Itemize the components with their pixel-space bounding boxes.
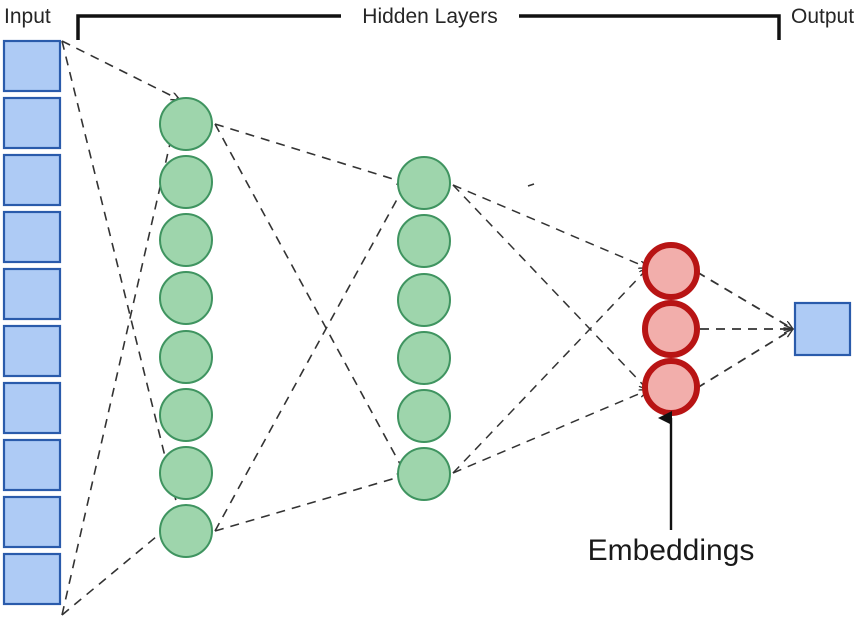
embedding-node[interactable] — [642, 300, 700, 358]
input-node[interactable] — [2, 381, 62, 435]
hidden-layer-2 — [397, 156, 451, 501]
label-hidden-layers: Hidden Layers — [362, 5, 497, 28]
hidden-node[interactable] — [159, 155, 213, 209]
hidden-node[interactable] — [159, 213, 213, 267]
input-node[interactable] — [2, 210, 62, 264]
input-node[interactable] — [2, 39, 62, 93]
input-node[interactable] — [2, 438, 62, 492]
input-node[interactable] — [2, 324, 62, 378]
hidden-node[interactable] — [159, 97, 213, 151]
input-node[interactable] — [2, 153, 62, 207]
embedding-node[interactable] — [642, 358, 700, 416]
embeddings-annotation: Embeddings — [588, 411, 755, 567]
input-node[interactable] — [2, 96, 62, 150]
connections-hidden1-to-hidden2 — [214, 123, 406, 532]
embedding-layer — [642, 242, 700, 416]
input-node[interactable] — [2, 495, 62, 549]
hidden-node[interactable] — [159, 330, 213, 384]
hidden-node[interactable] — [397, 389, 451, 443]
embedding-node[interactable] — [642, 242, 700, 300]
output-layer — [793, 301, 852, 357]
label-input: Input — [4, 5, 51, 28]
connections-hidden2-to-embeddings — [452, 183, 648, 474]
output-node[interactable] — [793, 301, 852, 357]
hidden-node[interactable] — [159, 504, 213, 558]
hidden-node[interactable] — [397, 273, 451, 327]
input-node[interactable] — [2, 552, 62, 606]
embeddings-label: Embeddings — [588, 534, 755, 567]
hidden-node[interactable] — [397, 214, 451, 268]
hidden-layers-bracket — [76, 14, 781, 40]
hidden-node[interactable] — [159, 388, 213, 442]
hidden-node[interactable] — [397, 331, 451, 385]
connections-embeddings-to-output — [696, 271, 793, 389]
hidden-layer-1 — [159, 97, 213, 558]
input-node[interactable] — [2, 267, 62, 321]
input-layer — [2, 39, 62, 606]
hidden-node[interactable] — [397, 447, 451, 501]
hidden-node[interactable] — [159, 446, 213, 500]
hidden-node[interactable] — [397, 156, 451, 210]
label-output: Output — [791, 5, 854, 28]
hidden-node[interactable] — [159, 271, 213, 325]
